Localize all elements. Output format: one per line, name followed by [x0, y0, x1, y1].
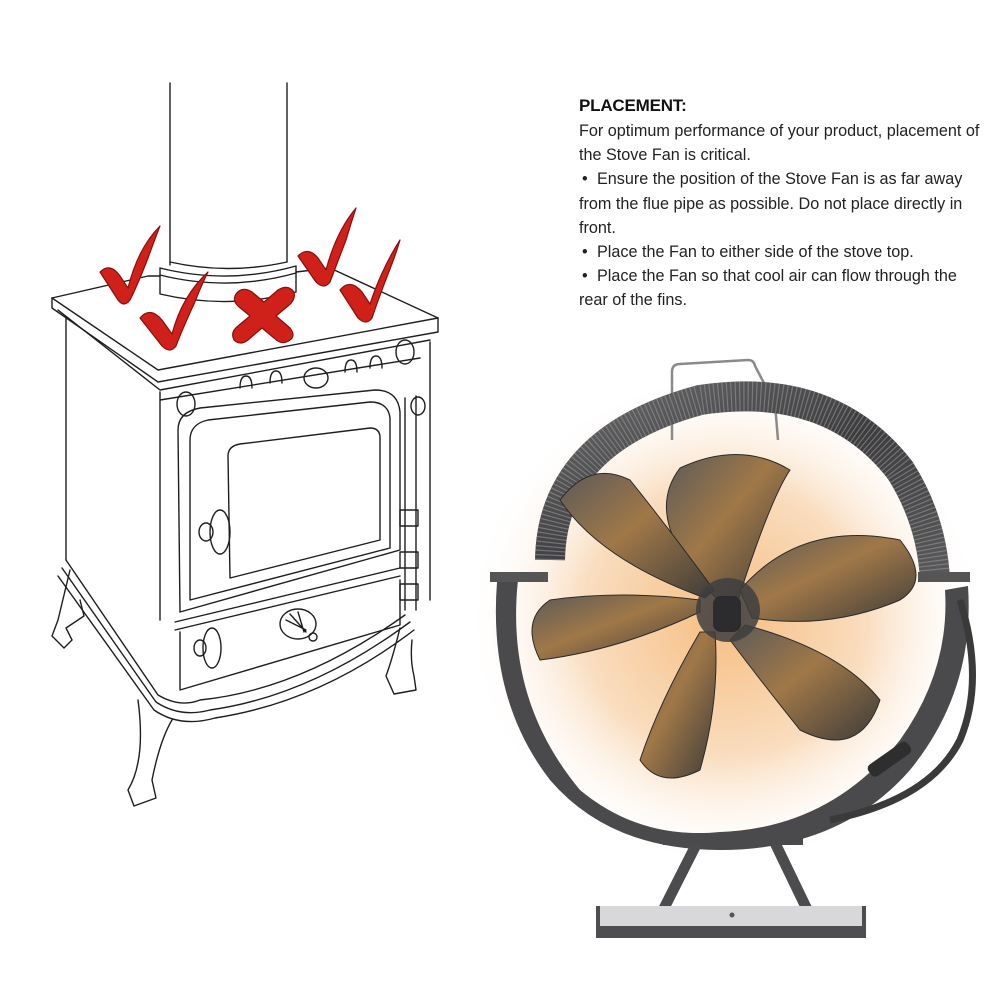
check-mark-icon [139, 271, 209, 351]
placement-instructions: PLACEMENT: For optimum performance of yo… [579, 96, 989, 313]
flue-pipe [159, 82, 297, 303]
cross-mark-icon [232, 286, 295, 344]
stove-illustration [51, 82, 439, 807]
fan-handle [670, 358, 780, 441]
stove-fan-image [470, 358, 985, 938]
stove-hinge [399, 395, 426, 611]
placement-bullet: •Ensure the position of the Stove Fan is… [579, 167, 989, 240]
stove-top [51, 267, 439, 621]
fan-shaft [713, 596, 741, 632]
placement-bullet: •Place the Fan so that cool air can flow… [579, 264, 989, 312]
fan-stand [596, 833, 866, 938]
placement-title: PLACEMENT: [579, 96, 687, 115]
fan-cable [829, 598, 976, 824]
placement-intro: For optimum performance of your product,… [579, 122, 980, 165]
placement-bullet: •Place the Fan to either side of the sto… [579, 240, 989, 264]
stove-main-door [177, 389, 401, 613]
cooling-fins [535, 381, 950, 581]
stove-ash-drawer [174, 567, 401, 691]
cable-connector [867, 741, 912, 777]
bullet-icon: • [582, 267, 588, 286]
fan-frame-arm [918, 572, 970, 582]
stove-upper-band [159, 339, 421, 417]
bullet-icon: • [582, 243, 588, 262]
check-mark-icon [339, 239, 401, 323]
stove-base-legs [51, 559, 417, 807]
fan-blades [531, 454, 917, 779]
check-mark-icon [99, 225, 161, 305]
fan-frame-arm [490, 572, 548, 582]
check-mark-icon [297, 207, 357, 287]
bullet-icon: • [582, 170, 588, 189]
